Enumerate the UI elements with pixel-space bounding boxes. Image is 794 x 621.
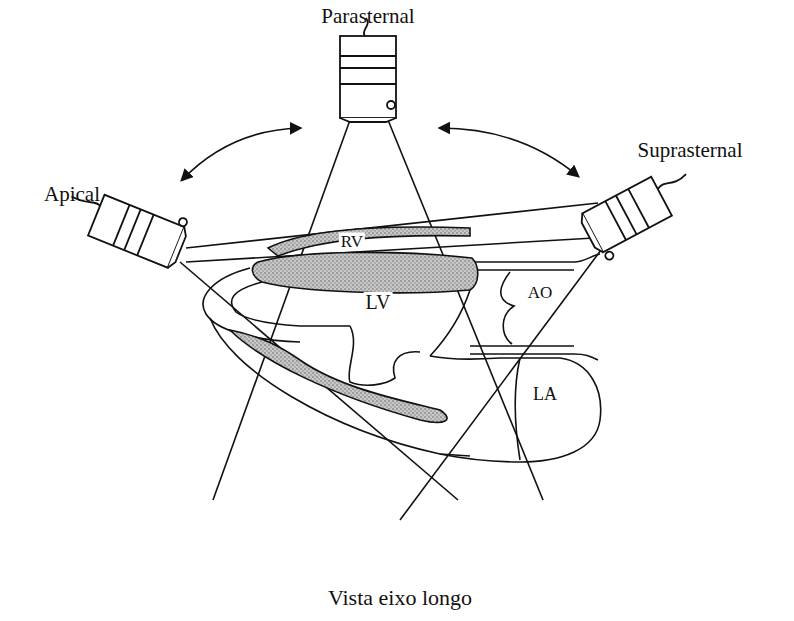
transducer-label: Apical	[44, 184, 100, 205]
transducer-label: Suprasternal	[638, 140, 743, 161]
transducer	[340, 18, 396, 122]
aortic-valve	[501, 272, 514, 344]
motion-arrow	[182, 128, 300, 180]
ultrasound-beam	[180, 120, 604, 520]
chamber-label: LA	[531, 385, 559, 403]
transducer	[578, 162, 705, 264]
motion-arrow	[440, 128, 578, 176]
chamber-label: AO	[526, 284, 555, 301]
chamber-label: LV	[364, 292, 393, 312]
chamber-label: RV	[339, 233, 365, 250]
transducer-label: Parasternal	[321, 6, 414, 27]
caption: Vista eixo longo	[328, 587, 472, 609]
heart-long-axis	[203, 227, 601, 462]
